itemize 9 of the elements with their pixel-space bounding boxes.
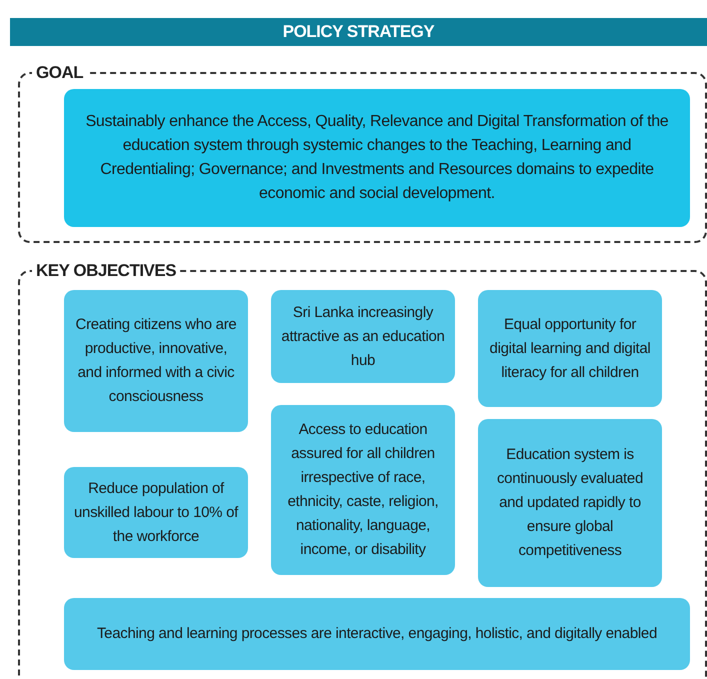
objective-box: Sri Lanka increasingly attractive as an education hub <box>271 290 455 383</box>
objective-box: Reduce population of unskilled labour to 10% of the workforce <box>64 467 248 558</box>
objective-box: Equal opportunity for digital learning and digital literacy for all children <box>478 290 662 407</box>
title-banner: POLICY STRATEGY <box>10 18 707 46</box>
objective-box: Creating citizens who are productive, innovative, and informed with a civic consciousness <box>64 290 248 432</box>
objective-box: Teaching and learning processes are interactive, engaging, holistic, and digitally enabled <box>64 598 690 670</box>
goal-box: Sustainably enhance the Access, Quality, Relevance and Digital Transformation of the education system through systemic changes to the Teaching, Learning and Credentialing; Governance; and Investments and Resources domains to expedite economic and social development. <box>64 89 690 227</box>
objective-box: Education system is continuously evaluated and updated rapidly to ensure global competitiveness <box>478 419 662 587</box>
objective-box: Access to education assured for all children irrespective of race, ethnicity, caste, religion, nationality, language, income, or disability <box>271 405 455 575</box>
